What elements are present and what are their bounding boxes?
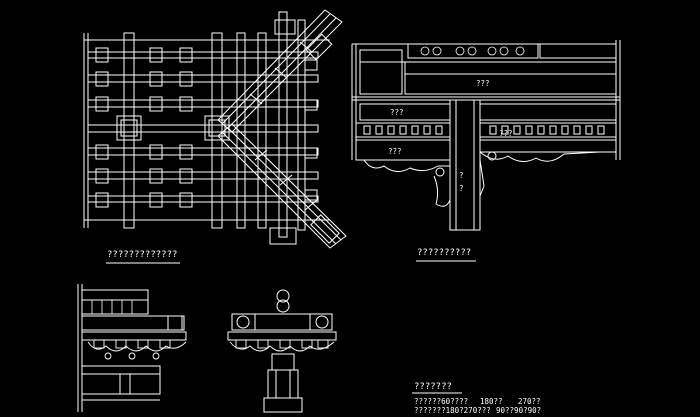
notes-line2-b: 90??90?90? [496, 406, 542, 415]
plan-horizontal-beams [87, 51, 319, 203]
section-rail-blocks [363, 125, 605, 135]
elevation-left [77, 284, 187, 412]
notes-line2-a: ???????180?270??? [414, 406, 491, 415]
section-column-mark-1: ? [459, 171, 464, 180]
plan-view [83, 9, 347, 249]
plan-column-left [116, 115, 142, 141]
section-label-left-beam: ??? [390, 108, 404, 117]
section-label-left-lower: ??? [388, 147, 402, 156]
section-label-right-beam: ??? [499, 129, 513, 138]
section-central-column [449, 99, 481, 231]
notes-line1-a: ??????60???? [414, 397, 469, 406]
section-view [351, 40, 621, 231]
notes-heading: ??????? [414, 382, 452, 392]
plan-column-right [204, 115, 230, 141]
elevation-center [227, 289, 337, 413]
section-label-upper-beam: ??? [476, 79, 490, 88]
plan-right-stubs [269, 19, 318, 245]
notes-line1-c: 270?? [518, 397, 541, 406]
section-view-title: ?????????? [417, 248, 472, 258]
section-ornament [420, 46, 525, 56]
notes-line1-b: 180?? [480, 397, 503, 406]
elevation-center-brackets [229, 339, 335, 352]
plan-bracket-blocks [95, 47, 193, 208]
plan-view-title: ????????????? [107, 250, 178, 260]
plan-diagonal-beam-lower [217, 123, 347, 249]
elevation-left-brackets [87, 339, 187, 360]
plan-vertical-beams [123, 11, 306, 238]
section-column-mark-2: ? [459, 184, 464, 193]
